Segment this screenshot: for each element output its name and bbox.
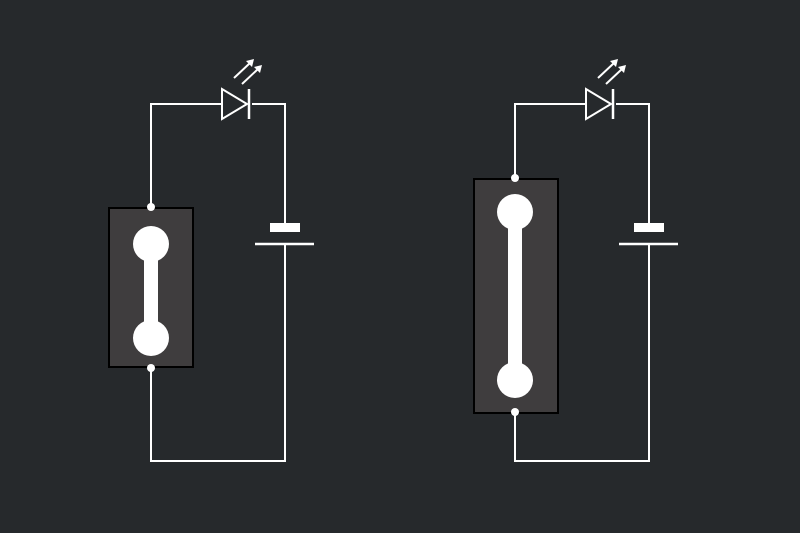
- led-triangle: [585, 87, 613, 121]
- led-light-arrow-1: [597, 62, 615, 79]
- led-triangle: [221, 87, 249, 121]
- led-icon: [221, 59, 262, 121]
- wire-right-bottom: [514, 245, 650, 462]
- battery-negative-plate: [270, 223, 300, 232]
- wire-right: [514, 103, 650, 462]
- wire-left-bottom: [150, 245, 286, 462]
- electrode-bottom: [133, 320, 169, 356]
- led-light-arrowhead-2: [254, 65, 262, 73]
- sample-box-right: [473, 174, 559, 416]
- terminal-bottom: [511, 408, 519, 416]
- battery-icon: [255, 223, 314, 246]
- led-light-arrowhead-2: [618, 65, 626, 73]
- electrode-bottom: [497, 362, 533, 398]
- led-light-arrow-2: [241, 68, 259, 85]
- wire-left: [150, 103, 286, 462]
- terminal-top: [147, 203, 155, 211]
- wire-right-top-right: [616, 103, 650, 226]
- wire-left-top-left: [150, 103, 222, 207]
- terminal-top: [511, 174, 519, 182]
- wire-left-top-right: [252, 103, 286, 226]
- led-light-arrow-2: [605, 68, 623, 85]
- electrode-top: [497, 194, 533, 230]
- electrode-top: [133, 226, 169, 262]
- circuit-left: [108, 59, 314, 462]
- wire-right-top-left: [514, 103, 586, 178]
- circuit-right: [473, 59, 678, 462]
- led-light-arrowhead-1: [610, 59, 618, 67]
- battery-icon: [619, 223, 678, 246]
- led-light-arrow-1: [233, 62, 251, 79]
- led-icon: [585, 59, 626, 121]
- battery-negative-plate: [634, 223, 664, 232]
- led-light-arrowhead-1: [246, 59, 254, 67]
- sample-box-left: [108, 203, 194, 372]
- terminal-bottom: [147, 364, 155, 372]
